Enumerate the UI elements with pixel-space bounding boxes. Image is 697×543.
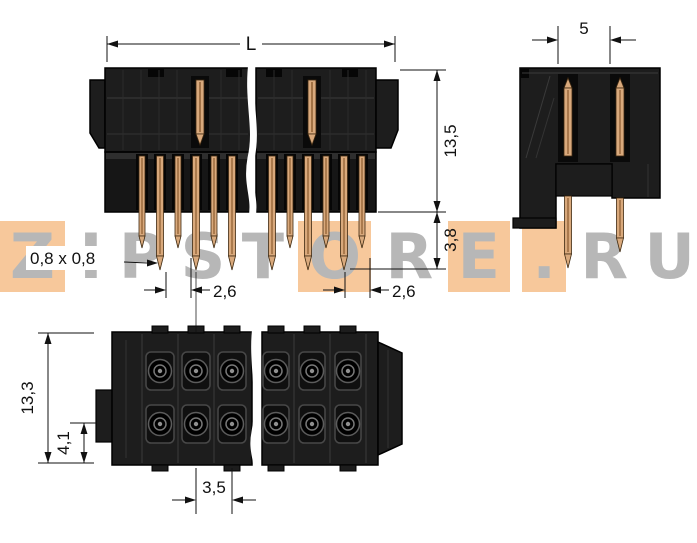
bottom-right-wing bbox=[377, 340, 403, 457]
dim-side-width-label: 5 bbox=[579, 19, 588, 38]
watermark: ZIPSTORE.RU bbox=[0, 221, 697, 292]
dim-side-width: 5 bbox=[532, 19, 636, 64]
dim-housing-height-label: 13,5 bbox=[441, 124, 460, 157]
dim-pin-cross-section-label: 0,8 x 0,8 bbox=[30, 249, 95, 268]
dim-housing-height: 13,5 3,8 bbox=[350, 69, 460, 270]
bottom-top-tab bbox=[267, 325, 285, 334]
watermark-letter-4: T bbox=[241, 220, 285, 293]
housing-notch bbox=[342, 68, 358, 77]
dim-pin-length-label: 3,8 bbox=[441, 228, 460, 252]
contacts-right bbox=[263, 358, 361, 437]
break-line-bottom bbox=[250, 325, 261, 473]
dim-pin-pitch-label: 3,5 bbox=[202, 478, 226, 497]
dim-row-offset-right: 2,6 bbox=[323, 258, 426, 301]
solder-pins-back-row bbox=[138, 155, 366, 249]
tier-highlight bbox=[257, 153, 375, 159]
watermark-letter-3: S bbox=[180, 220, 226, 293]
dim-body-depth-label: 13,3 bbox=[18, 381, 37, 414]
dim-row-spacing-label: 4,1 bbox=[54, 431, 73, 455]
bottom-foot bbox=[151, 464, 169, 472]
watermark-letter-6: R bbox=[385, 220, 434, 293]
dim-row-offset-left-label: 2,6 bbox=[213, 282, 237, 301]
front-view bbox=[89, 61, 399, 271]
housing-notch bbox=[226, 68, 242, 77]
bottom-top-tab bbox=[223, 325, 241, 334]
housing-notch bbox=[148, 68, 164, 77]
solder-pins-front-row bbox=[155, 155, 349, 271]
side-view bbox=[512, 67, 661, 269]
bottom-top-tab bbox=[303, 325, 321, 334]
bottom-top-tab bbox=[151, 325, 169, 334]
side-body bbox=[519, 67, 661, 229]
dim-pin-pitch: 3,5 bbox=[172, 468, 256, 514]
side-diagonal bbox=[525, 75, 551, 159]
side-diagonal bbox=[535, 97, 555, 159]
dim-total-length: L bbox=[106, 34, 396, 62]
bottom-foot bbox=[267, 464, 285, 472]
bottom-view bbox=[95, 325, 403, 473]
pin-tip bbox=[307, 133, 317, 147]
side-foot bbox=[512, 217, 557, 229]
contacts-left bbox=[147, 358, 245, 437]
pin-tip bbox=[563, 253, 573, 269]
dimensions: L 5 1 bbox=[18, 19, 636, 514]
bottom-top-tab bbox=[339, 325, 357, 334]
pin-tip bbox=[615, 237, 625, 253]
right-wing bbox=[375, 79, 399, 149]
watermark-letter-7: E bbox=[447, 221, 511, 292]
watermark-letter-10: U bbox=[644, 220, 695, 293]
watermark-letter-8: . bbox=[522, 221, 566, 292]
dim-row-offset-right-label: 2,6 bbox=[392, 282, 416, 301]
break-line-top bbox=[246, 61, 257, 219]
left-wing bbox=[89, 79, 106, 149]
dim-row-spacing: 4,1 bbox=[54, 422, 96, 463]
bottom-left-tab bbox=[95, 389, 113, 443]
dim-pin-cross-section: 0,8 x 0,8 bbox=[26, 246, 158, 270]
pin-tip bbox=[195, 133, 205, 147]
dim-body-depth: 13,3 bbox=[18, 332, 94, 464]
side-middle-block bbox=[555, 163, 613, 197]
dim-row-offset-left: 2,6 bbox=[144, 258, 247, 301]
bottom-foot bbox=[339, 464, 357, 472]
dim-total-length-label: L bbox=[246, 34, 257, 55]
